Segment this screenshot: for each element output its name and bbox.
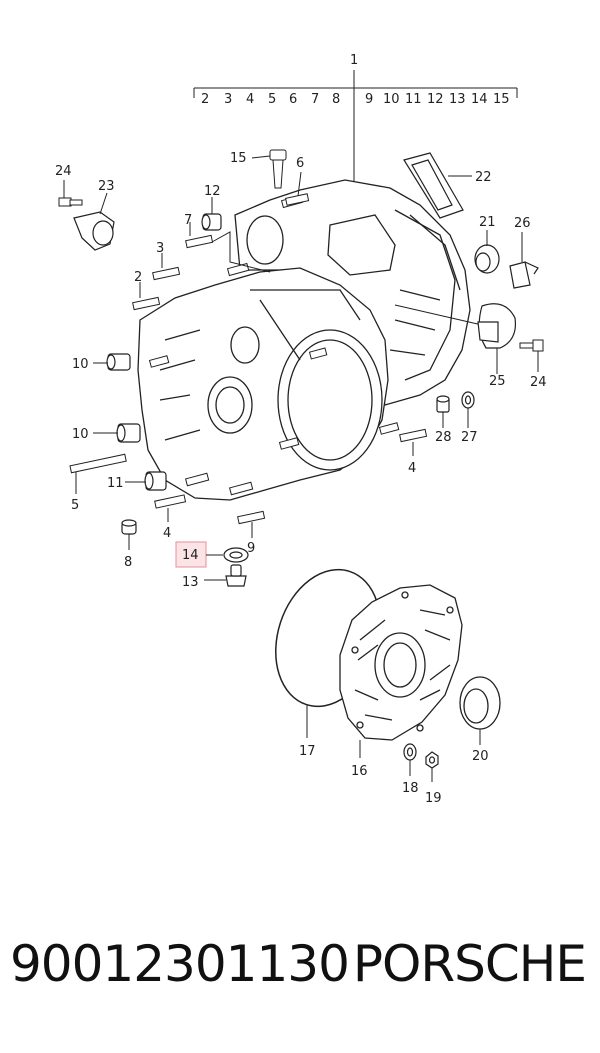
callout-5: 5 [71, 498, 79, 513]
callout-7: 7 [184, 213, 192, 228]
part-26-bracket [509, 261, 539, 289]
part-18-washer [403, 743, 417, 761]
callout-8: 8 [124, 555, 132, 570]
callout-4b: 4 [163, 526, 171, 541]
callout-25: 25 [489, 374, 506, 389]
part-21-seal [474, 244, 500, 274]
part-9-stud [237, 510, 266, 525]
callout-10b: 10 [72, 427, 89, 442]
callout-13: 13 [182, 575, 199, 590]
range-label: 14 [471, 92, 488, 107]
exploded-parts-diagram: 1 2 3 4 5 6 7 8 9 10 11 12 13 14 15 [55, 53, 547, 806]
footer: 90012301130 PORSCHE [0, 935, 600, 1015]
callout-2: 2 [134, 270, 142, 285]
part-4-stud-b [154, 494, 187, 509]
part-25-cover [477, 303, 517, 349]
range-label: 12 [427, 92, 444, 107]
callout-19: 19 [425, 791, 442, 806]
part-7-stud [185, 234, 214, 249]
part-6-stud [285, 193, 310, 206]
part-28-nut [436, 395, 450, 413]
range-label: 9 [365, 92, 373, 107]
part-10-sleeve-b [116, 423, 141, 443]
assembly-bracket [193, 70, 518, 190]
callout-11: 11 [107, 476, 124, 491]
callout-6: 6 [296, 156, 304, 171]
callout-4a: 4 [408, 461, 416, 476]
part-8-sleeve [121, 519, 137, 535]
part-4-stud-a [399, 428, 428, 443]
part-19-nut [425, 751, 439, 769]
leader-23 [99, 192, 108, 215]
range-label: 10 [383, 92, 400, 107]
range-label: 3 [224, 92, 232, 107]
range-label: 11 [405, 92, 422, 107]
range-label: 6 [289, 92, 297, 107]
range-label: 7 [311, 92, 319, 107]
callout-22: 22 [475, 170, 492, 185]
callout-26: 26 [514, 216, 531, 231]
callout-28: 28 [435, 430, 452, 445]
part-16-cover-plate [339, 584, 463, 741]
part-14-washer [223, 547, 249, 563]
brand-name: PORSCHE [352, 935, 587, 993]
part-5-stud [69, 453, 127, 474]
range-label: 5 [268, 92, 276, 107]
part-27-washer [461, 391, 475, 409]
part-20-seal [459, 676, 501, 730]
callout-15: 15 [230, 151, 247, 166]
range-label: 15 [493, 92, 510, 107]
highlight-box-14 [175, 541, 207, 568]
callout-24b: 24 [530, 375, 547, 390]
callout-9: 9 [247, 541, 255, 556]
part-13-plug [225, 564, 247, 587]
part-22-gasket [403, 152, 464, 219]
callout-12: 12 [204, 184, 221, 199]
part-15-screw [269, 149, 287, 189]
callout-20: 20 [472, 749, 489, 764]
range-label: 4 [246, 92, 254, 107]
range-label: 13 [449, 92, 466, 107]
callout-14: 14 [182, 548, 199, 563]
leader-6 [297, 171, 302, 197]
callout-10a: 10 [72, 357, 89, 372]
callout-18: 18 [402, 781, 419, 796]
range-label: 2 [201, 92, 209, 107]
transmission-housing [137, 179, 471, 501]
part-2-stud [132, 296, 161, 311]
callout-24a: 24 [55, 164, 72, 179]
callout-27: 27 [461, 430, 478, 445]
part-12-sleeve [201, 213, 222, 231]
part-10-sleeve-a [106, 353, 131, 371]
dash-line-7 [211, 231, 271, 273]
range-label: 8 [332, 92, 340, 107]
part-3-stud [152, 266, 181, 281]
part-24-bolt-b [519, 339, 544, 352]
leader-15 [251, 155, 271, 159]
callout-1: 1 [350, 53, 358, 68]
part-23-flange [73, 211, 115, 251]
part-24-bolt-a [58, 197, 83, 207]
part-number: 90012301130 [10, 935, 350, 993]
callout-3: 3 [156, 241, 164, 256]
callout-23: 23 [98, 179, 115, 194]
callout-21: 21 [479, 215, 496, 230]
callout-17: 17 [299, 744, 316, 759]
callout-16: 16 [351, 764, 368, 779]
part-11-sleeve [144, 471, 167, 491]
assembly-range-labels: 2 3 4 5 6 7 8 9 10 11 12 13 14 15 [201, 92, 510, 107]
